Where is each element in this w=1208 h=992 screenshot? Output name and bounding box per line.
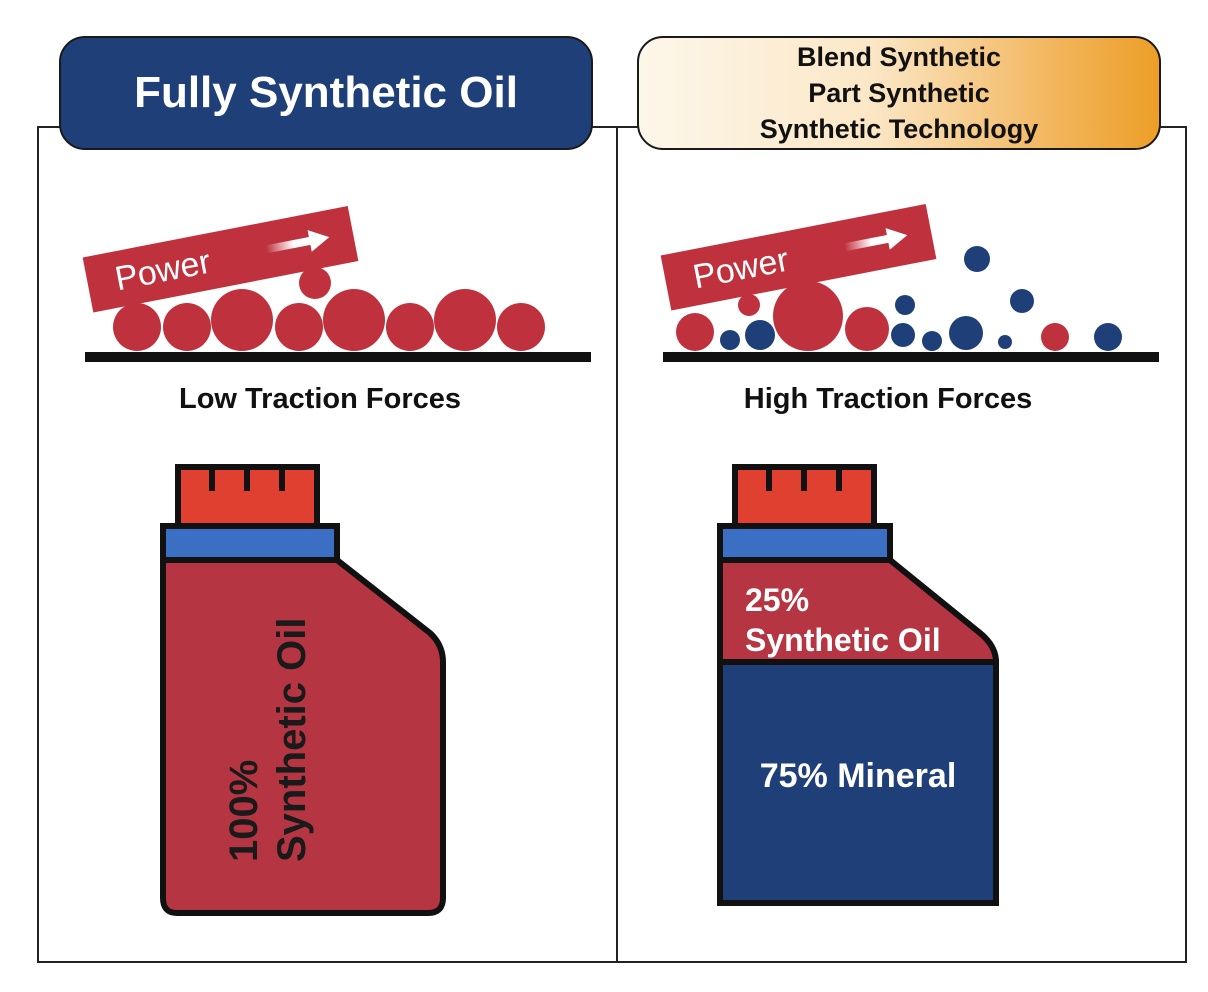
particle-circle-icon — [738, 294, 760, 316]
particle-circle-icon — [163, 303, 211, 351]
header-title: Fully Synthetic Oil — [134, 68, 518, 117]
outer-frame — [37, 126, 1187, 963]
arrow-right-icon — [265, 230, 330, 254]
particle-circle-icon — [275, 303, 323, 351]
header-line-1: Blend Synthetic — [796, 42, 1002, 72]
particle-circle-icon — [964, 246, 990, 272]
particle-circle-icon — [1094, 323, 1122, 351]
header-fully-synthetic: Fully Synthetic Oil — [59, 36, 593, 150]
low-traction-label: Low Traction Forces — [179, 383, 461, 415]
particle-circle-icon — [497, 303, 545, 351]
particle-circle-icon — [211, 289, 273, 351]
synthetic-share-label: 25% Synthetic Oil — [745, 580, 941, 660]
power-label: Power — [111, 242, 214, 299]
particle-circle-icon — [949, 316, 983, 350]
particle-circle-icon — [845, 307, 889, 351]
particle-circle-icon — [676, 313, 714, 351]
bottle-label-text: Synthetic Oil — [270, 617, 314, 863]
particle-circle-icon — [745, 320, 775, 350]
left-power-banner: Power — [82, 205, 359, 313]
particle-circle-icon — [891, 323, 915, 347]
mineral-share-label: 75% Mineral — [759, 757, 957, 795]
left-bottle-label: 100% Synthetic Oil — [220, 618, 316, 863]
power-label: Power — [689, 240, 792, 297]
particle-circle-icon — [113, 303, 161, 351]
synthetic-percent: 25% — [745, 582, 810, 618]
high-traction-label: High Traction Forces — [743, 383, 1033, 415]
header-line-3: Synthetic Technology — [759, 114, 1039, 144]
particle-circle-icon — [922, 331, 942, 351]
particle-circle-icon — [773, 281, 843, 351]
left-particles — [113, 267, 545, 351]
particle-circle-icon — [323, 289, 385, 351]
particle-circle-icon — [386, 303, 434, 351]
arrow-right-icon — [843, 228, 908, 252]
synthetic-text: Synthetic Oil — [745, 622, 941, 658]
header-line-2: Part Synthetic — [808, 78, 990, 108]
left-oil-bottle-icon — [160, 464, 446, 916]
particle-circle-icon — [1010, 289, 1034, 313]
particle-circle-icon — [895, 295, 915, 315]
particle-circle-icon — [720, 330, 740, 350]
right-particles — [676, 246, 1122, 351]
right-power-banner: Power — [660, 203, 937, 311]
bottle-label-percent: 100% — [222, 759, 266, 862]
header-blend-synthetic: Blend Synthetic Part Synthetic Synthetic… — [637, 36, 1161, 150]
particle-circle-icon — [1041, 323, 1069, 351]
particle-circle-icon — [299, 267, 331, 299]
right-oil-bottle-icon — [717, 464, 1000, 906]
particle-circle-icon — [998, 335, 1012, 349]
particle-circle-icon — [434, 289, 496, 351]
